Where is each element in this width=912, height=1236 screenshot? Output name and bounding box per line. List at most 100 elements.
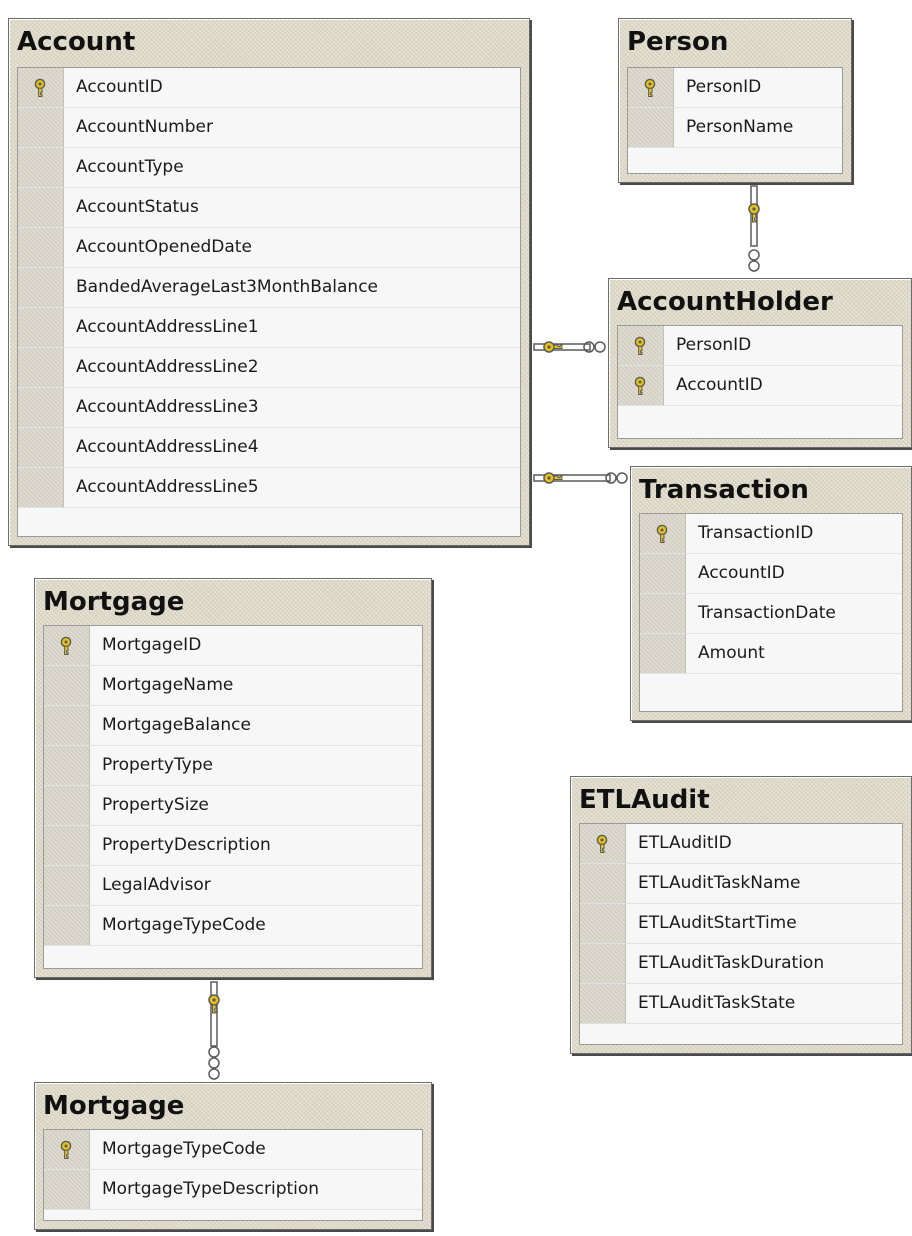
- column-row[interactable]: AccountAddressLine5: [18, 468, 520, 508]
- column-row[interactable]: PropertyDescription: [44, 826, 422, 866]
- column-row[interactable]: AccountID: [618, 366, 902, 406]
- row-selector[interactable]: [580, 864, 626, 903]
- row-selector[interactable]: [18, 388, 64, 427]
- one-end-key-icon: [543, 341, 563, 353]
- column-row[interactable]: ETLAuditTaskState: [580, 984, 902, 1024]
- relationship-mortgagetype-mortgage[interactable]: [208, 981, 220, 1080]
- row-selector[interactable]: [18, 428, 64, 467]
- column-row[interactable]: AccountOpenedDate: [18, 228, 520, 268]
- new-column-row[interactable]: [580, 1024, 902, 1044]
- column-row[interactable]: AccountAddressLine1: [18, 308, 520, 348]
- column-name: ETLAuditStartTime: [638, 913, 797, 933]
- column-row[interactable]: AccountNumber: [18, 108, 520, 148]
- column-row[interactable]: AccountAddressLine2: [18, 348, 520, 388]
- many-end-infinity-icon: [583, 341, 606, 353]
- column-row[interactable]: MortgageBalance: [44, 706, 422, 746]
- column-name: TransactionDate: [698, 603, 836, 623]
- column-row[interactable]: AccountID: [18, 68, 520, 108]
- row-selector[interactable]: [580, 984, 626, 1023]
- relationship-account-transaction[interactable]: [533, 472, 628, 484]
- table-title: Transaction: [639, 475, 809, 505]
- row-selector[interactable]: [640, 634, 686, 673]
- column-name: AccountAddressLine2: [76, 357, 259, 377]
- new-column-row[interactable]: [628, 148, 842, 173]
- column-row[interactable]: TransactionDate: [640, 594, 902, 634]
- row-selector[interactable]: [18, 268, 64, 307]
- column-row[interactable]: PersonName: [628, 108, 842, 148]
- column-row[interactable]: TransactionID: [640, 514, 902, 554]
- column-name: LegalAdvisor: [102, 875, 211, 895]
- column-name: TransactionID: [698, 523, 814, 543]
- row-selector[interactable]: [18, 308, 64, 347]
- column-row[interactable]: PersonID: [618, 326, 902, 366]
- column-row[interactable]: MortgageTypeCode: [44, 1130, 422, 1170]
- new-column-row[interactable]: [44, 946, 422, 968]
- column-row[interactable]: AccountStatus: [18, 188, 520, 228]
- row-selector[interactable]: [18, 228, 64, 267]
- row-selector[interactable]: [18, 348, 64, 387]
- column-row[interactable]: MortgageName: [44, 666, 422, 706]
- column-row[interactable]: BandedAverageLast3MonthBalance: [18, 268, 520, 308]
- new-column-row[interactable]: [44, 1210, 422, 1220]
- column-name: ETLAuditTaskState: [638, 993, 796, 1013]
- row-selector[interactable]: [44, 1170, 90, 1209]
- key-icon: [56, 636, 76, 656]
- column-row[interactable]: PropertySize: [44, 786, 422, 826]
- row-selector[interactable]: [44, 866, 90, 905]
- column-row[interactable]: MortgageTypeCode: [44, 906, 422, 946]
- column-row[interactable]: ETLAuditTaskDuration: [580, 944, 902, 984]
- column-row[interactable]: ETLAuditTaskName: [580, 864, 902, 904]
- row-selector[interactable]: [640, 554, 686, 593]
- column-row[interactable]: PersonID: [628, 68, 842, 108]
- row-selector[interactable]: [44, 826, 90, 865]
- row-selector[interactable]: [44, 746, 90, 785]
- column-name: AccountStatus: [76, 197, 199, 217]
- column-name: AccountID: [76, 77, 163, 97]
- table-title: Mortgage: [43, 1091, 185, 1121]
- row-selector[interactable]: [580, 944, 626, 983]
- row-selector[interactable]: [640, 594, 686, 633]
- relationship-person-accountholder[interactable]: [748, 185, 760, 272]
- column-row[interactable]: PropertyType: [44, 746, 422, 786]
- row-selector[interactable]: [44, 786, 90, 825]
- column-row[interactable]: Amount: [640, 634, 902, 674]
- row-selector[interactable]: [44, 666, 90, 705]
- column-row[interactable]: AccountAddressLine3: [18, 388, 520, 428]
- row-selector[interactable]: [628, 108, 674, 147]
- row-selector[interactable]: [18, 468, 64, 507]
- column-name: ETLAuditTaskName: [638, 873, 801, 893]
- row-selector[interactable]: [44, 706, 90, 745]
- column-row[interactable]: AccountAddressLine4: [18, 428, 520, 468]
- column-name: BandedAverageLast3MonthBalance: [76, 277, 379, 297]
- one-end-key-icon: [543, 472, 563, 484]
- row-selector[interactable]: [44, 906, 90, 945]
- table-transaction[interactable]: Transaction TransactionID AccountID Transa…: [630, 466, 912, 721]
- new-column-row[interactable]: [618, 406, 902, 438]
- column-row[interactable]: ETLAuditStartTime: [580, 904, 902, 944]
- table-title: Person: [627, 27, 729, 57]
- column-name: PersonID: [676, 335, 752, 355]
- column-row[interactable]: AccountType: [18, 148, 520, 188]
- column-name: AccountNumber: [76, 117, 213, 137]
- row-selector[interactable]: [18, 108, 64, 147]
- new-column-row[interactable]: [18, 508, 520, 536]
- column-name: AccountAddressLine3: [76, 397, 259, 417]
- relationship-account-accountholder[interactable]: [533, 341, 606, 353]
- row-selector[interactable]: [18, 148, 64, 187]
- column-row[interactable]: MortgageID: [44, 626, 422, 666]
- column-row[interactable]: LegalAdvisor: [44, 866, 422, 906]
- column-row[interactable]: MortgageTypeDescription: [44, 1170, 422, 1210]
- row-selector[interactable]: [580, 904, 626, 943]
- column-row[interactable]: ETLAuditID: [580, 824, 902, 864]
- new-column-row[interactable]: [640, 674, 902, 711]
- column-name: MortgageID: [102, 635, 202, 655]
- row-selector[interactable]: [18, 188, 64, 227]
- column-row[interactable]: AccountID: [640, 554, 902, 594]
